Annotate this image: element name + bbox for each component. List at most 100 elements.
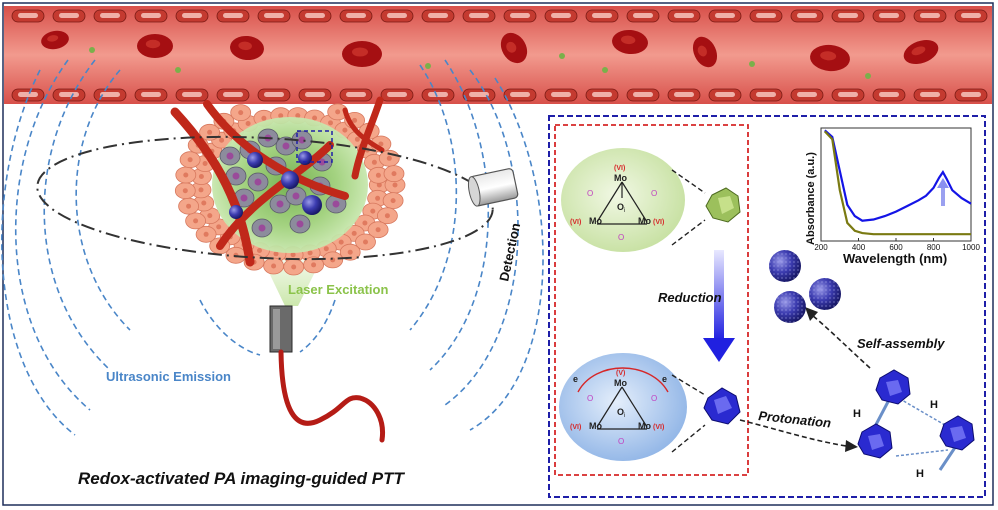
nanoparticle [602, 67, 608, 73]
tumor-cell-nucleus [282, 142, 290, 150]
vessel-wall-cell-core [510, 92, 530, 97]
nanoparticle [175, 67, 181, 73]
oxygen-label: O [587, 189, 593, 198]
tumor-cell-nucleus [232, 172, 240, 180]
vessel-wall-cell-core [305, 13, 325, 18]
reduction-arrow [714, 250, 724, 340]
vessel-wall-cell-core [141, 92, 161, 97]
ultrasonic-wave [409, 64, 458, 331]
tissue-cell-nucleus [207, 129, 213, 135]
vessel-wall-cell-core [633, 13, 653, 18]
leader-line [671, 424, 706, 453]
tissue-cell-nucleus [198, 187, 204, 193]
tissue-cell-nucleus [311, 262, 317, 268]
tissue-cell-nucleus [375, 195, 381, 201]
self-assembly-label: Self-assembly [857, 336, 945, 351]
ultrasonic-wave [1, 69, 76, 436]
tissue-cell-nucleus [378, 141, 384, 147]
tissue-cell-nucleus [370, 208, 376, 214]
assembled-nanospheres [769, 250, 841, 323]
reduced-structure: Mo (V) Mo (VI) Mo (VI) O i e e O O O [559, 353, 687, 461]
increase-arrowhead [937, 178, 949, 188]
oxygen-subscript: i [624, 413, 625, 419]
nanoparticle [89, 47, 95, 53]
tissue-cell-nucleus [193, 218, 199, 224]
mo-label: Mo [614, 378, 627, 388]
nanoparticle [425, 63, 431, 69]
red-blood-cell-highlight [352, 47, 368, 57]
vessel-wall-cell-core [305, 92, 325, 97]
self-assembly-arrow [811, 314, 871, 369]
tissue-cell-nucleus [291, 264, 297, 270]
oxidized-cluster-icon [705, 187, 741, 223]
vessel-wall-cell-core [674, 92, 694, 97]
vessel-wall-cell-core [879, 13, 899, 18]
chart-ylabel: Absorbance (a.u.) [805, 152, 817, 245]
tissue-cell-nucleus [257, 248, 262, 253]
electron-label: e [662, 374, 667, 384]
vessel-wall-cell-core [551, 92, 571, 97]
protonation-label: Protonation [758, 408, 832, 431]
vessel-wall-cell-core [346, 92, 366, 97]
tissue-cell-nucleus [328, 120, 333, 126]
vessel-wall-cell-core [838, 92, 858, 97]
chart-tick-label: 800 [927, 243, 941, 252]
chart-tick-label: 1000 [962, 243, 980, 252]
detection-label: Detection [496, 222, 523, 283]
tissue-cell-nucleus [245, 121, 251, 126]
vessel-wall-cell-core [592, 92, 612, 97]
tissue-cell-nucleus [183, 172, 189, 178]
tumor-cell-nucleus [296, 220, 304, 228]
mo-label: Mo [638, 216, 651, 226]
vessel-wall-cell-core [633, 92, 653, 97]
tumor-cell-nucleus [292, 192, 300, 200]
tissue-cell-nucleus [342, 127, 348, 133]
tissue-cell-nucleus [386, 155, 392, 161]
oxygen-label: O [618, 233, 624, 242]
vessel-wall-cell-core [838, 13, 858, 18]
red-blood-cell-highlight [506, 41, 517, 53]
tissue-cell-nucleus [186, 203, 192, 209]
laser-excitation-label: Laser Excitation [288, 282, 388, 297]
chart-series-line [824, 129, 972, 222]
oxidation-state-label: (VI) [614, 165, 625, 172]
tissue-cell-nucleus [347, 249, 353, 255]
vessel-wall-cell-core [100, 13, 120, 18]
tumor-cell-nucleus [226, 152, 234, 160]
nanoparticle [865, 73, 871, 79]
leader-line [671, 169, 706, 194]
red-blood-cell-highlight [697, 45, 707, 57]
tissue-cell-nucleus [290, 252, 296, 258]
vessel-wall-cell-core [920, 92, 940, 97]
vessel-wall-cell-core [346, 13, 366, 18]
vessel-wall-cell-core [18, 13, 38, 18]
tissue-cell-nucleus [273, 251, 279, 257]
tissue-cell-nucleus [219, 137, 225, 143]
oxidized-structure: Mo (VI) Mo (VI) Mo (VI) O i O O O [561, 148, 685, 252]
tissue-cell-nucleus [323, 246, 329, 252]
oxygen-label: O [617, 202, 624, 212]
tissue-cell-nucleus [278, 113, 284, 119]
protonation-arrow [739, 419, 847, 447]
detector-icon [467, 168, 519, 207]
vessel-wall-cell-core [223, 92, 243, 97]
vessel-wall-cell-core [756, 13, 776, 18]
vessel-wall-cell-core [469, 92, 489, 97]
tissue-cell-nucleus [307, 250, 313, 256]
vessel-wall-cell-core [592, 13, 612, 18]
reduction-label: Reduction [658, 290, 722, 305]
redox-panel [554, 124, 749, 476]
tissue-cell-nucleus [295, 113, 301, 119]
tissue-cell-nucleus [203, 231, 209, 237]
reduced-cluster-icon [703, 387, 741, 425]
chart-tick-label: 400 [852, 243, 866, 252]
vessel-wall-cell-core [715, 92, 735, 97]
hydrogen-label: H [853, 408, 861, 420]
oxygen-label: O [651, 189, 657, 198]
tissue-cell-nucleus [392, 182, 398, 188]
vessel-wall-cell-core [428, 92, 448, 97]
red-blood-cell-highlight [238, 41, 252, 51]
tissue-cell-nucleus [391, 171, 397, 177]
tumor-cell-nucleus [318, 158, 326, 166]
vessel-wall-cell-core [428, 13, 448, 18]
